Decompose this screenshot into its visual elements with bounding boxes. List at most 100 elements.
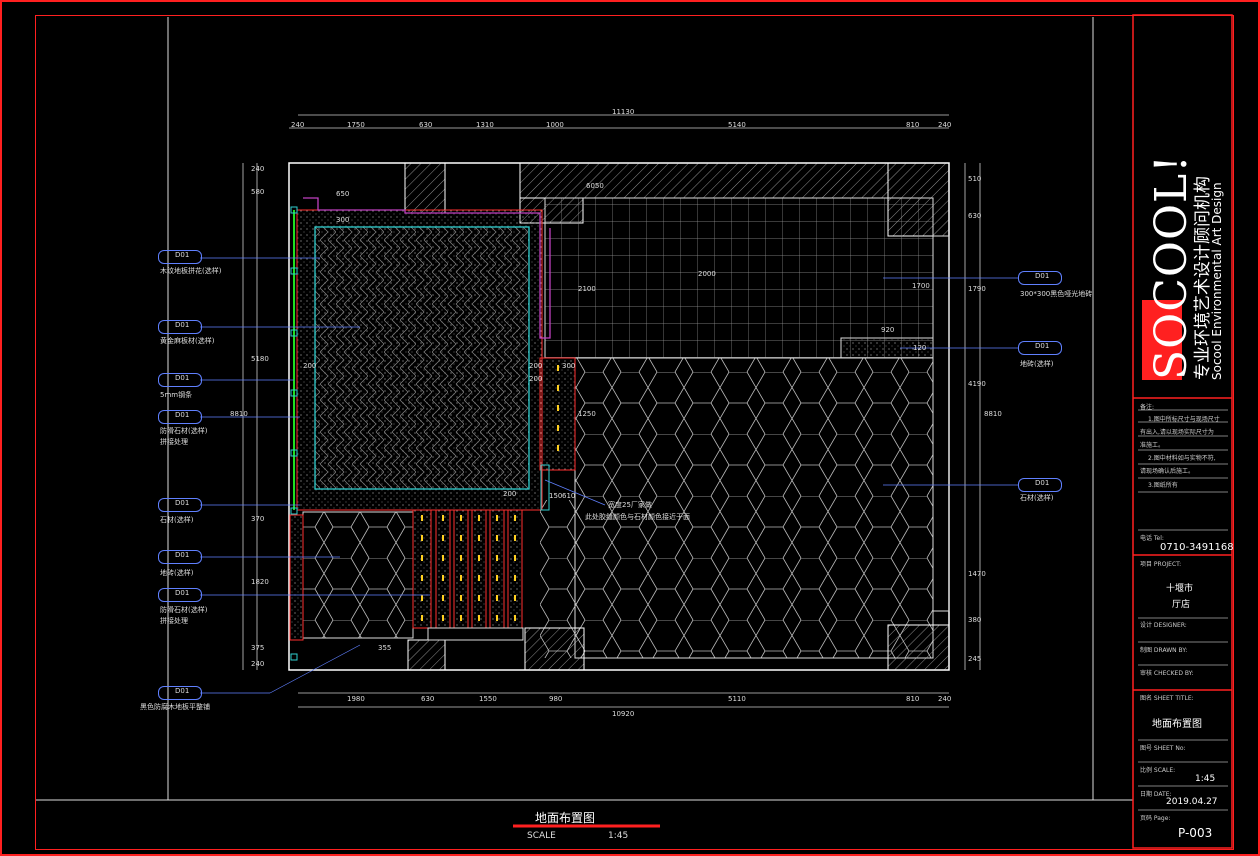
material-tag-code: D01 — [175, 589, 190, 597]
material-tag-code: D01 — [175, 499, 190, 507]
project-line2: 厅店 — [1172, 600, 1191, 610]
dim-right: 510 — [968, 175, 982, 183]
note-line: 请现场确认后施工。 — [1140, 468, 1195, 475]
material-tag[interactable] — [1018, 341, 1062, 355]
inner-note: 宽度25厂家做 — [608, 501, 652, 509]
room-dim: 920 — [881, 326, 895, 334]
room-dim: 610 — [562, 492, 576, 500]
note-line: 有出入,请以现场实际尺寸为 — [1140, 429, 1214, 436]
inner-note: 此处胶缝颜色与石材颜色接近于面 — [585, 513, 690, 521]
notes-header: 备注: — [1140, 404, 1155, 411]
scale-value: 1:45 — [608, 831, 629, 841]
room-dim: 120 — [913, 344, 927, 352]
material-tag-note: 防滑石材(选样) — [160, 606, 208, 614]
dim-left-total: 8810 — [230, 410, 248, 418]
dim-top-total: 11130 — [612, 108, 635, 116]
room-dim: 200 — [529, 362, 543, 370]
page-value: P-003 — [1178, 826, 1213, 840]
dim-top: 1750 — [347, 121, 365, 129]
project-label: 项目 PROJECT: — [1140, 561, 1182, 568]
dim-left: 1820 — [251, 578, 269, 586]
material-tag-note: 地砖(选样) — [1020, 360, 1054, 368]
material-tag[interactable] — [1018, 271, 1062, 285]
sheet-title: 地面布置图 — [1152, 719, 1202, 730]
room-dim: 1700 — [912, 282, 930, 290]
material-tag[interactable] — [158, 373, 202, 387]
material-tag-code: D01 — [1035, 479, 1050, 487]
sheet-title-label: 图名 SHEET TITLE: — [1140, 695, 1194, 702]
date-label: 日期 DATE: — [1140, 791, 1172, 798]
tb-scale-value: 1:45 — [1195, 774, 1216, 784]
checked-label: 审核 CHECKED BY: — [1140, 670, 1194, 677]
room-dim: 2000 — [698, 270, 716, 278]
material-tag[interactable] — [158, 686, 202, 700]
material-tag-code: D01 — [175, 551, 190, 559]
dim-right: 4190 — [968, 380, 986, 388]
dim-right: 1790 — [968, 285, 986, 293]
material-tag-note: 拼接处理 — [160, 438, 188, 446]
material-tag[interactable] — [158, 498, 202, 512]
brand-en: Socool Environmental Art Design — [1210, 182, 1224, 380]
dim-bottom: 980 — [549, 695, 563, 703]
dim-right: 245 — [968, 655, 982, 663]
dim-bottom: 5110 — [728, 695, 746, 703]
drawn-label: 制图 DRAWN BY: — [1140, 647, 1188, 654]
material-tag-note: 防滑石材(选样) — [160, 427, 208, 435]
dim-bottom: 1550 — [479, 695, 497, 703]
dim-top: 5140 — [728, 121, 746, 129]
material-tag-code: D01 — [175, 687, 190, 695]
material-tag-code: D01 — [175, 374, 190, 382]
material-tag[interactable] — [158, 588, 202, 602]
dim-bottom: 1980 — [347, 695, 365, 703]
project-line1: 十堰市 — [1166, 584, 1194, 594]
material-tag-code: D01 — [175, 251, 190, 259]
material-tag-code: D01 — [175, 411, 190, 419]
room-dim: 200 — [503, 490, 517, 498]
room-dim: 1250 — [578, 410, 596, 418]
tel-value: 0710-3491168 — [1160, 542, 1234, 553]
dim-left: 240 — [251, 660, 265, 668]
room-dim: 200 — [303, 362, 317, 370]
dim-bottom: 810 — [906, 695, 920, 703]
material-tag-note: 地砖(选样) — [160, 569, 194, 577]
note-line: 3.图纸所有 — [1148, 482, 1178, 489]
material-tag-note: 黑色防腐木地板平整铺 — [140, 703, 210, 711]
material-tag[interactable] — [158, 550, 202, 564]
dim-right: 1470 — [968, 570, 986, 578]
room-dim: 6050 — [586, 182, 604, 190]
material-tag-code: D01 — [175, 321, 190, 329]
material-tag-code: D01 — [1035, 272, 1050, 280]
drawing-title: 地面布置图 — [535, 811, 596, 825]
material-tag-note: 5mm钢条 — [160, 391, 193, 399]
material-tag[interactable] — [158, 410, 202, 424]
note-line: 准施工。 — [1140, 442, 1165, 449]
room-dim: 2100 — [578, 285, 596, 293]
dim-top: 240 — [291, 121, 305, 129]
material-tag-note: 石材(选样) — [160, 516, 194, 524]
room-dim: 300 — [336, 216, 350, 224]
room-dim: 300 — [562, 362, 576, 370]
material-tag[interactable] — [1018, 478, 1062, 492]
material-tag-code: D01 — [1035, 342, 1050, 350]
sheet-inner-border — [35, 15, 1234, 850]
sheet-no-label: 图号 SHEET No: — [1140, 745, 1186, 752]
tel-label: 电话 Tel: — [1140, 535, 1164, 542]
dim-bottom: 630 — [421, 695, 435, 703]
room-dim: 150 — [549, 492, 563, 500]
note-line: 1.图中所标尺寸与现场尺寸 — [1148, 416, 1220, 423]
dim-top: 630 — [419, 121, 433, 129]
dim-right: 630 — [968, 212, 982, 220]
material-tag[interactable] — [158, 320, 202, 334]
dim-left: 580 — [251, 188, 265, 196]
dim-left: 375 — [251, 644, 265, 652]
tb-scale-label: 比例 SCALE: — [1140, 767, 1176, 774]
dim-right-total: 8810 — [984, 410, 1002, 418]
material-tag[interactable] — [158, 250, 202, 264]
material-tag-note: 300*300黑色哑光地砖 — [1020, 290, 1093, 298]
material-tag-note: 木纹地板拼花(选样) — [160, 267, 222, 275]
dim-left: 5180 — [251, 355, 269, 363]
dim-bottom: 240 — [938, 695, 952, 703]
room-dim: 355 — [378, 644, 392, 652]
